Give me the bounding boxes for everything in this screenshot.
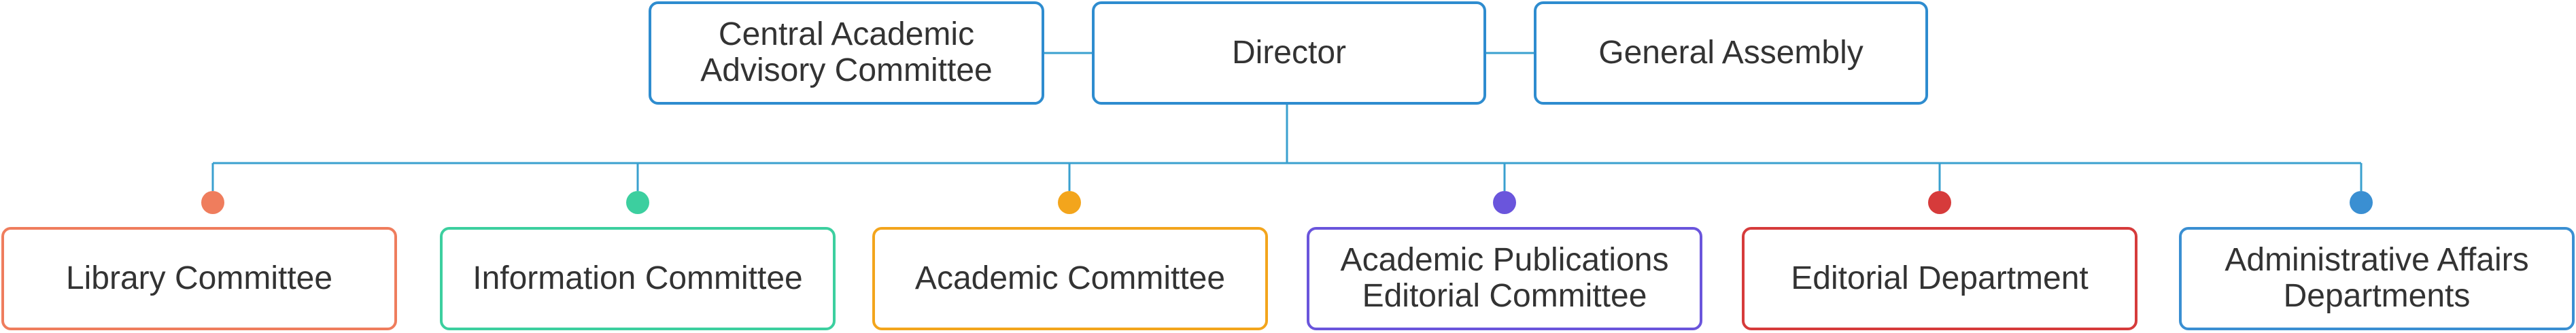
- academic-committee-dot: [1058, 191, 1081, 214]
- library-committee-label: Library Committee: [65, 260, 333, 296]
- academic-publications-editorial-committee-box: Academic Publications Editorial Committe…: [1307, 227, 1702, 330]
- editorial-department-label: Editorial Department: [1791, 260, 2089, 296]
- central-academic-advisory-committee-box: Central Academic Advisory Committee: [649, 1, 1044, 105]
- information-committee-box: Information Committee: [440, 227, 836, 330]
- central-academic-advisory-committee-label: Central Academic Advisory Committee: [700, 16, 993, 88]
- information-committee-dot: [626, 191, 649, 214]
- editorial-department-dot: [1928, 191, 1951, 214]
- administrative-affairs-departments-box: Administrative Affairs Departments: [2179, 227, 2575, 330]
- editorial-department-box: Editorial Department: [1742, 227, 2137, 330]
- library-committee-box: Library Committee: [1, 227, 397, 330]
- information-committee-label: Information Committee: [473, 260, 803, 296]
- general-assembly-box: General Assembly: [1534, 1, 1928, 105]
- administrative-affairs-departments-dot: [2350, 191, 2373, 214]
- administrative-affairs-departments-label: Administrative Affairs Departments: [2225, 242, 2529, 314]
- director-label: Director: [1231, 34, 1347, 71]
- academic-committee-label: Academic Committee: [914, 260, 1226, 296]
- general-assembly-label: General Assembly: [1598, 34, 1864, 71]
- academic-publications-editorial-committee-label: Academic Publications Editorial Committe…: [1340, 242, 1669, 314]
- academic-committee-box: Academic Committee: [872, 227, 1268, 330]
- academic-publications-editorial-committee-dot: [1493, 191, 1516, 214]
- director-box: Director: [1092, 1, 1486, 105]
- library-committee-dot: [201, 191, 224, 214]
